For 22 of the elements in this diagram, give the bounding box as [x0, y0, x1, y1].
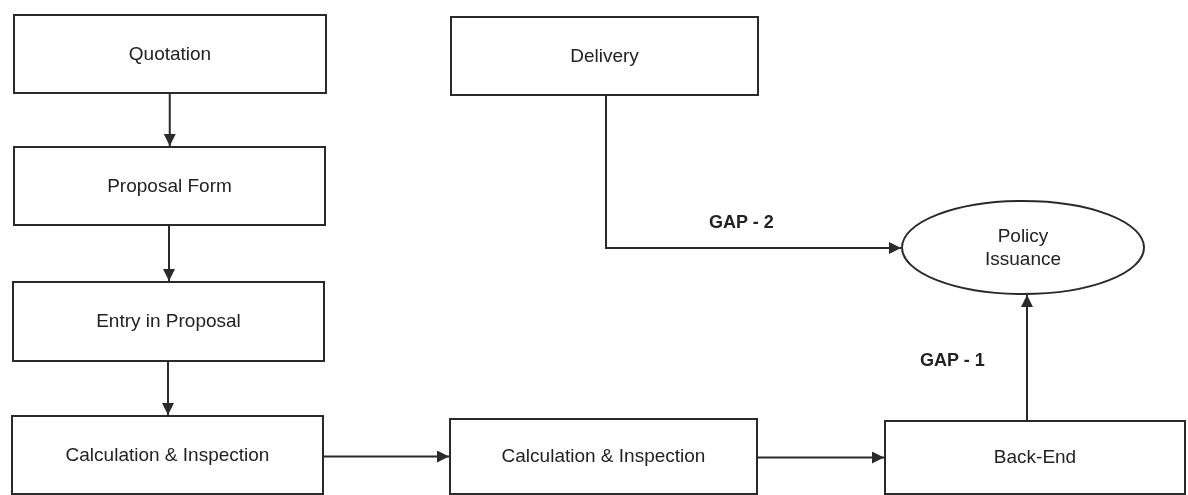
arrow	[757, 451, 885, 464]
process-box	[11, 415, 324, 495]
arrow	[162, 361, 174, 416]
process-box	[13, 146, 326, 226]
arrow	[1021, 294, 1033, 421]
process-box	[450, 16, 759, 96]
process-box	[449, 418, 758, 495]
node-text: Calculation & Inspection	[501, 445, 706, 468]
node-text: Calculation & Inspection	[65, 443, 270, 467]
process-box	[13, 14, 327, 94]
node-text: Policy Issuance	[983, 224, 1062, 271]
node-text: Back-End	[993, 446, 1077, 469]
arrow	[163, 225, 175, 282]
process-box	[12, 281, 325, 362]
node-text: Quotation	[128, 42, 212, 66]
arrow	[323, 450, 450, 463]
node-text: Delivery	[570, 44, 639, 68]
node-text: Proposal Form	[107, 174, 232, 198]
arrow	[605, 95, 902, 254]
arrow	[163, 93, 176, 147]
process-box	[884, 420, 1186, 495]
node-text: Entry in Proposal	[96, 310, 241, 333]
